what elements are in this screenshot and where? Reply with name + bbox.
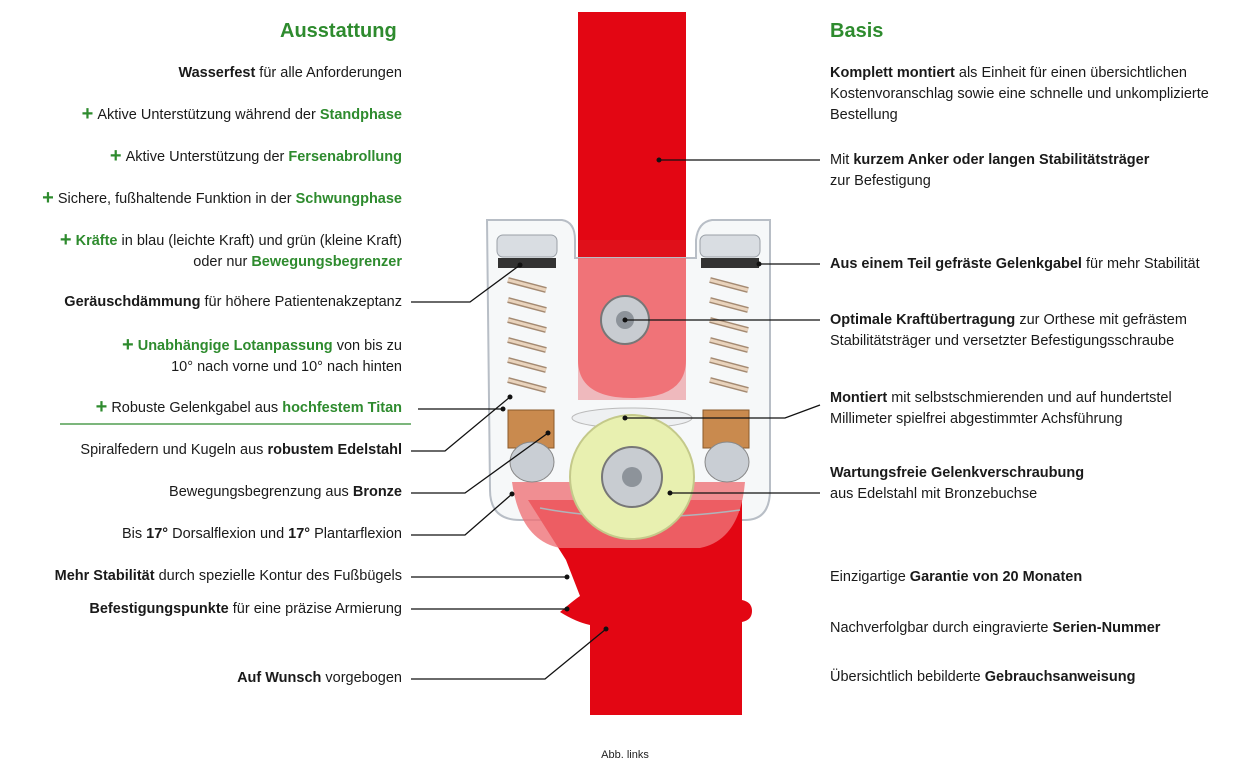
feature-text: Befestigungspunkte [89,601,229,617]
feature-text: für eine präzise Armierung [228,601,402,617]
feature-text: in blau (leichte Kraft) und grün (kleine… [117,233,402,249]
plus-icon: + [81,103,94,125]
feature-text: Mehr Stabilität [54,568,155,584]
feature-text: Bis [121,526,147,542]
feature-text: als Einheit für einen übersichtlichen [954,65,1187,81]
plus-icon: + [42,187,54,209]
left-feature-0: Wasserfest für alle Anforderungen [178,63,402,84]
feature-text: zur Orthese mit gefrästem [1015,312,1187,328]
left-leader-lines [411,264,607,680]
feature-text: robustem Edelstahl [267,442,402,458]
feature-text: Wartungsfreie Gelenkverschraubung [830,465,1085,481]
right-feature-3: Optimale Kraftübertragung zur Orthese mi… [830,310,1187,352]
left-feature-7: +Robuste Gelenkgabel aus hochfestem Tita… [95,396,402,419]
feature-text: Garantie von 20 Monaten [909,569,1083,585]
feature-text: mit selbstschmierenden und auf hundertst… [887,390,1172,406]
plus-icon: + [95,396,108,418]
feature-text: 17° [288,526,311,542]
feature-text: Stabilitätsträger und versetzter Befesti… [830,333,1175,349]
feature-text: zur Befestigung [830,173,931,189]
feature-text: Unabhängige Lotanpassung [137,338,333,354]
feature-text: Dorsalflexion und [168,526,289,542]
feature-text: Standphase [319,107,402,123]
feature-text: Bestellung [830,107,898,123]
footer-caption: Abb. links [601,749,649,761]
feature-text: vorgebogen [321,670,402,686]
feature-text: Aus einem Teil gefräste Gelenkgabel [830,256,1082,272]
foot-bar [528,500,752,715]
left-feature-8: Spiralfedern und Kugeln aus robustem Ede… [80,440,402,461]
plus-icon: + [59,229,72,251]
right-heading: Basis [830,20,884,42]
right-feature-6: Einzigartige Garantie von 20 Monaten [830,567,1082,588]
left-feature-11: Mehr Stabilität durch spezielle Kontur d… [55,566,402,587]
feature-text: 17° [146,526,169,542]
feature-text: kurzem Anker oder langen Stabilitätsträg… [853,152,1150,168]
left-feature-3: +Sichere, fußhaltende Funktion in der Sc… [42,187,402,210]
right-feature-1: Mit kurzem Anker oder langen Stabilitäts… [830,150,1149,192]
feature-text: Übersichtlich bebilderte [830,669,985,685]
feature-text: Kräfte [75,233,118,249]
feature-text: Nachverfolgbar durch eingravierte [830,620,1053,636]
right-feature-2: Aus einem Teil gefräste Gelenkgabel für … [830,254,1200,275]
right-spring [699,234,761,483]
left-heading: Ausstattung [280,20,397,42]
feature-text: Sichere, fußhaltende Funktion in der [57,191,296,207]
feature-text: Aktive Unterstützung während der [97,107,320,123]
left-feature-12: Befestigungspunkte für eine präzise Armi… [89,599,402,620]
feature-text: Schwungphase [295,191,402,207]
feature-text: Serien-Nummer [1052,620,1161,636]
feature-text: Geräuschdämmung [64,294,201,310]
left-feature-9: Bewegungsbegrenzung aus Bronze [169,482,402,503]
left-feature-13: Auf Wunsch vorgebogen [237,668,402,689]
feature-text: für alle Anforderungen [255,65,402,81]
right-leader-lines [625,159,821,494]
feature-text: Spiralfedern und Kugeln aus [80,442,268,458]
left-feature-1: +Aktive Unterstützung während der Standp… [81,103,402,126]
feature-text: Wasserfest [178,65,256,81]
feature-text: Mit [830,152,854,168]
right-feature-0: Komplett montiert als Einheit für einen … [830,63,1209,126]
feature-text: Einzigartige [830,569,910,585]
plus-icon: + [122,334,134,356]
feature-text: oder nur [193,254,252,270]
right-feature-8: Übersichtlich bebilderte Gebrauchsanweis… [830,667,1135,688]
left-feature-2: +Aktive Unterstützung der Fersenabrollun… [109,145,402,168]
feature-text: für höhere Patientenakzeptanz [200,294,402,310]
feature-text: für mehr Stabilität [1081,256,1200,272]
feature-text: Fersenabrollung [288,149,402,165]
feature-text: Bronze [352,484,402,500]
left-feature-6: +Unabhängige Lotanpassung von bis zu 10° … [122,334,402,378]
left-feature-10: Bis 17° Dorsalflexion und 17° Plantarfle… [122,524,402,545]
feature-text: Millimeter spielfrei abgestimmter Achsfü… [830,411,1123,427]
feature-text: von bis zu [332,338,402,354]
left-spring [496,234,558,483]
feature-text: Robuste Gelenkgabel aus [111,400,283,416]
feature-text: Plantarflexion [310,526,402,542]
feature-text: Bewegungsbegrenzung aus [169,484,353,500]
feature-text: Kostenvoranschlag sowie eine schnelle un… [830,86,1209,102]
left-feature-5: Geräuschdämmung für höhere Patientenakze… [64,292,402,313]
left-feature-4: +Kräfte in blau (leichte Kraft) und grün… [59,229,402,273]
feature-text: Gebrauchsanweisung [984,669,1136,685]
feature-text: hochfestem Titan [282,400,402,416]
feature-text: Optimale Kraftübertragung [830,312,1016,328]
feature-text: aus Edelstahl mit Bronzebuchse [830,486,1038,502]
feature-text: Aktive Unterstützung der [125,149,289,165]
right-feature-4: Montiert mit selbstschmierenden und auf … [830,388,1172,430]
plus-icon: + [109,145,122,167]
feature-text: Auf Wunsch [237,670,322,686]
right-feature-5: Wartungsfreie Gelenkverschraubung aus Ede… [830,463,1084,505]
feature-text: Bewegungsbegrenzer [251,254,402,270]
feature-text: 10° nach vorne und 10° nach hinten [171,359,402,375]
feature-text: Montiert [830,390,888,406]
feature-text: Komplett montiert [830,65,955,81]
feature-text: durch spezielle Kontur des Fußbügels [154,568,402,584]
right-feature-7: Nachverfolgbar durch eingravierte Serien… [830,618,1160,639]
